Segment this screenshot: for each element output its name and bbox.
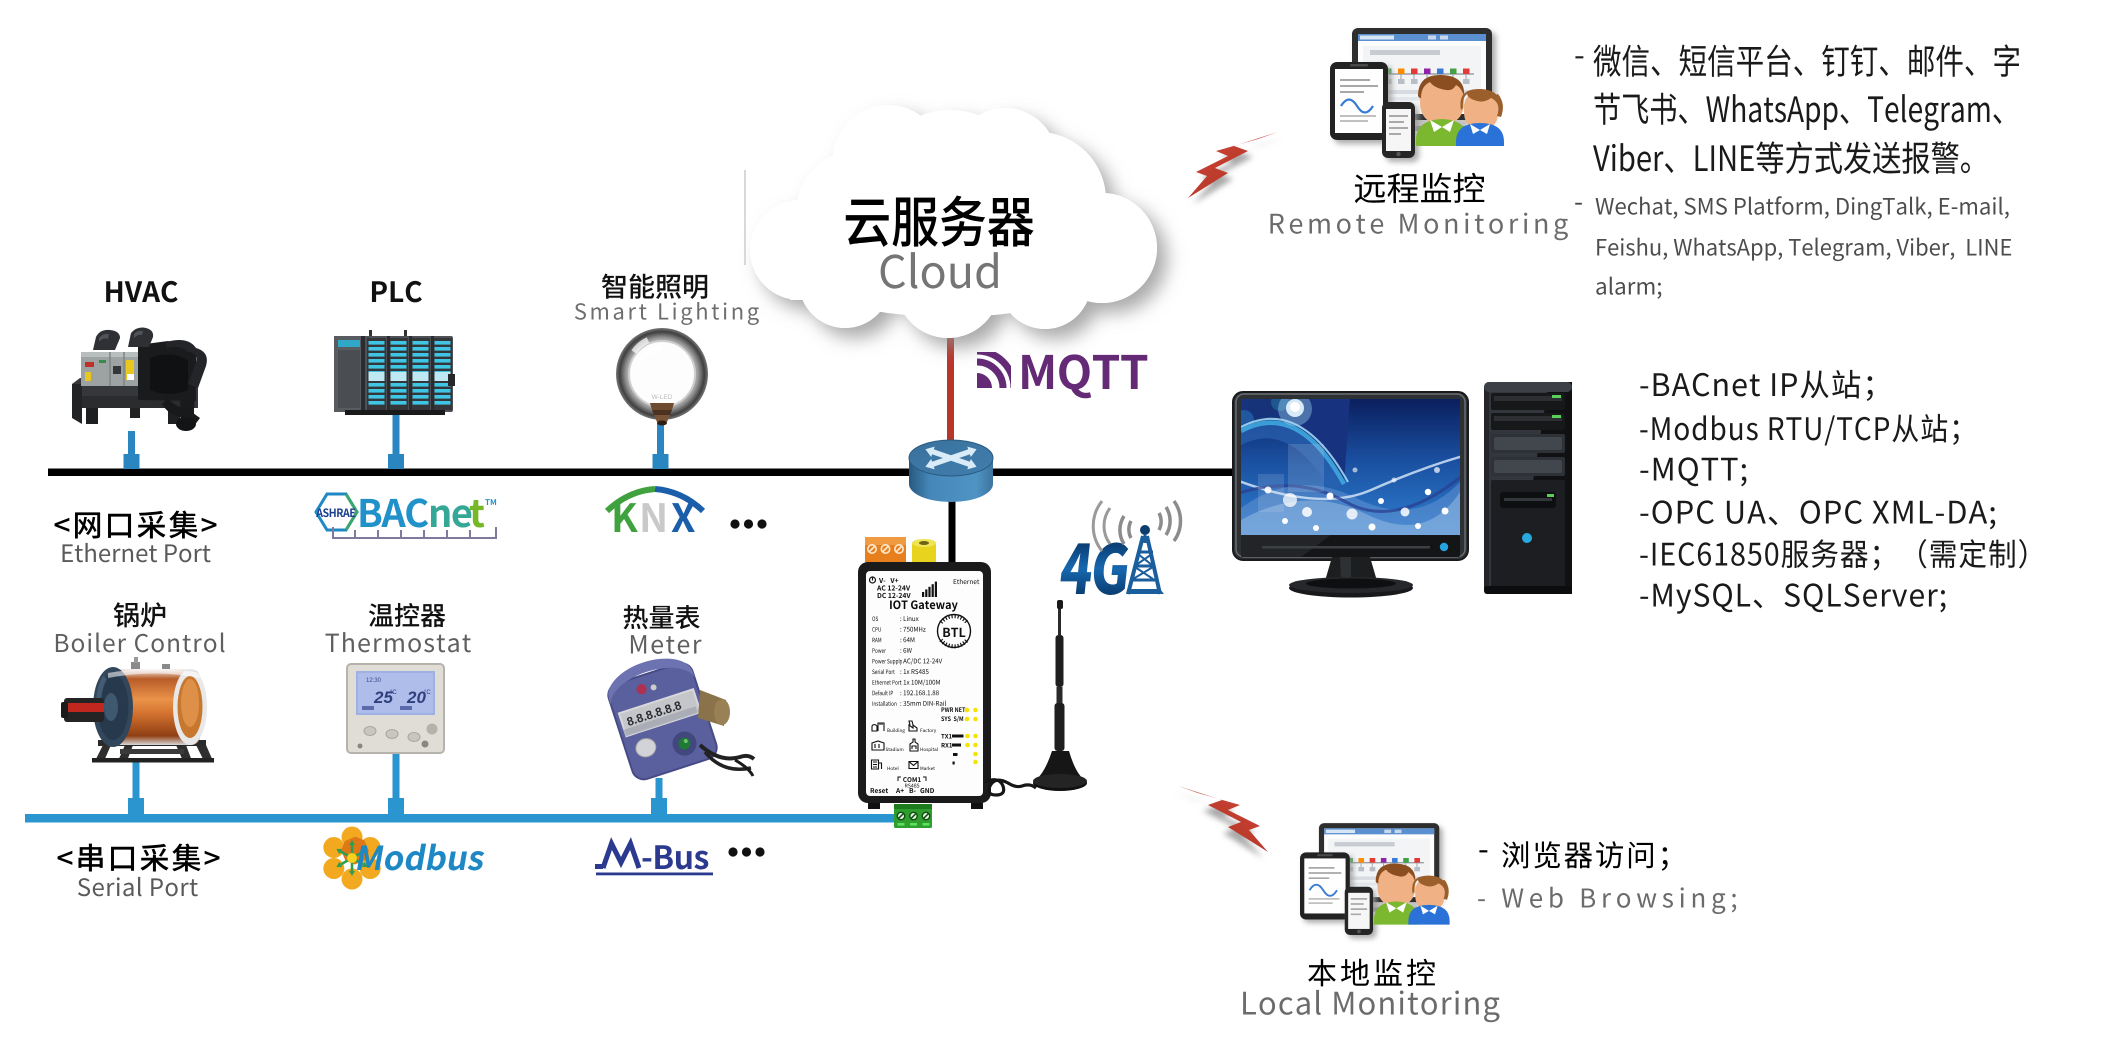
svg-text:°C: °C [390, 690, 397, 696]
svg-text:20: 20 [406, 688, 426, 707]
svg-text:W-LED: W-LED [652, 394, 673, 401]
svg-text:25: 25 [373, 688, 393, 707]
svg-text:12:30: 12:30 [366, 678, 382, 684]
svg-text:°C: °C [424, 690, 431, 696]
